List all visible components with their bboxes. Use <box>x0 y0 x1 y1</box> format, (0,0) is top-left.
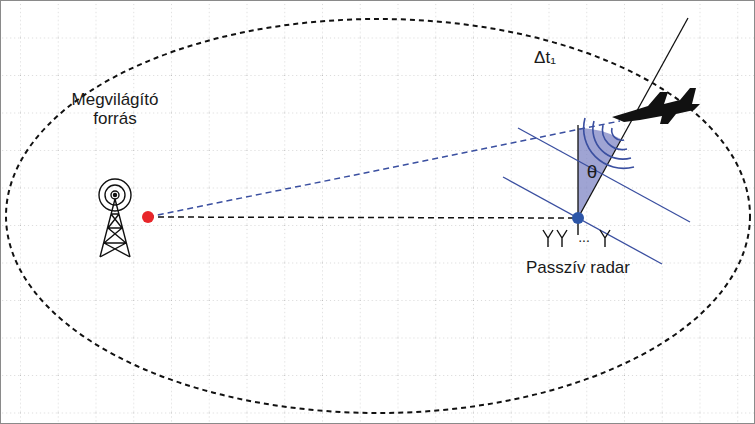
aircraft <box>612 88 700 124</box>
source-label: Megvilágító forrás <box>55 91 175 128</box>
boresight-line <box>577 125 578 218</box>
delay-label: Δt₁ <box>532 49 558 68</box>
ellipsis-mark: ... <box>578 230 590 245</box>
angle-label: θ <box>587 162 598 183</box>
receiver-dot <box>572 212 584 224</box>
transmitter-tower <box>99 179 131 257</box>
wavefront-line <box>503 177 662 264</box>
transmitter-dot <box>142 211 154 223</box>
iso-delay-ellipse <box>6 19 750 413</box>
wavefront-line <box>518 128 690 222</box>
baseline <box>148 217 578 218</box>
receiver-label: Passzív radar <box>526 259 630 278</box>
